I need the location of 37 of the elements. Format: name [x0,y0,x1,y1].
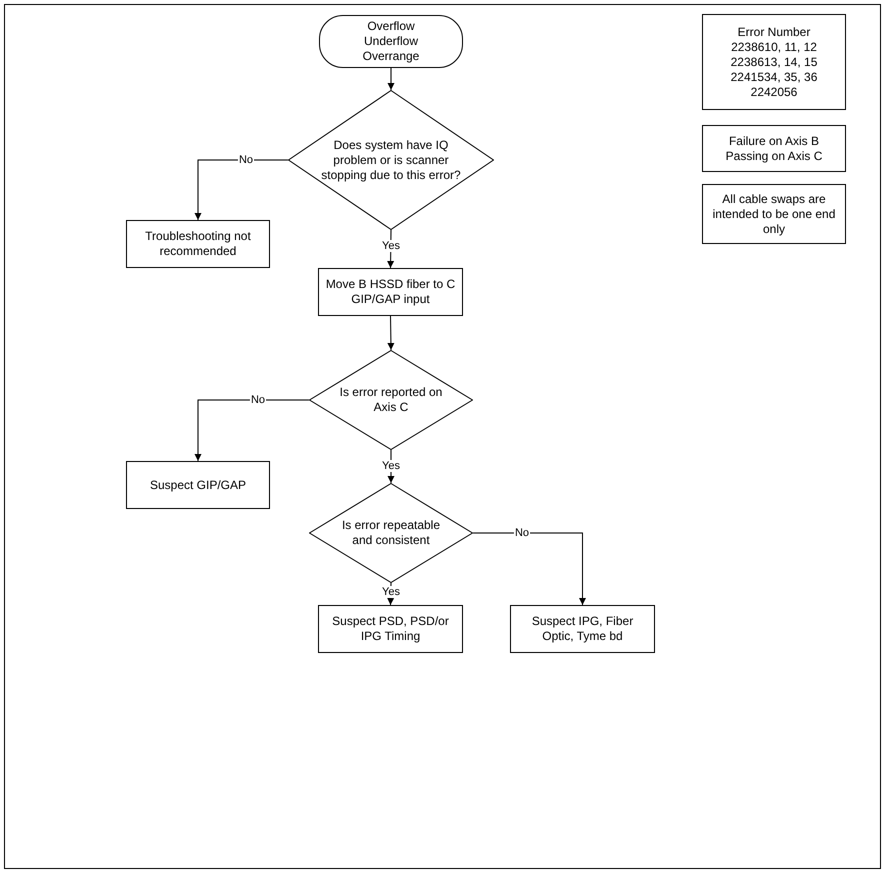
arrow [387,316,394,350]
arrow [388,450,394,484]
arrow [388,68,394,90]
arrow [194,400,310,462]
edge-label: Yes [381,586,401,598]
process-box [510,605,655,653]
node-text: Is error repeatable and consistent [340,518,442,548]
edge-label: Yes [381,240,401,252]
decision-diamond [288,90,494,230]
process-box [318,605,463,653]
process-box [126,461,270,509]
note-box [702,14,846,110]
node-text: Suspect PSD, PSD/or IPG Timing [331,614,450,644]
note-box [702,184,846,244]
process-box [126,220,270,268]
arrow [472,532,586,606]
node-text: Overflow Underflow Overrange [362,19,420,64]
decision-diamond [309,483,473,583]
terminator-shape [319,15,463,68]
edge-label: Yes [381,460,401,472]
process-box [318,268,463,316]
node-text: Failure on Axis B Passing on Axis C [724,134,824,164]
edge-label: No [238,154,254,166]
edge-label: No [250,394,266,406]
node-text: Suspect IPG, Fiber Optic, Tyme bd [530,614,634,644]
node-text: Does system have IQ problem or is scanner stopping due to this error? [321,138,461,182]
node-text: Suspect GIP/GAP [148,478,248,492]
arrow [194,160,288,220]
node-text: Move B HSSD fiber to C GIP/GAP input [326,277,456,307]
decision-diamond [309,350,473,450]
node-text: Is error reported on Axis C [338,385,444,415]
edge-label: No [514,527,530,539]
node-text: All cable swaps are intended to be one end only [712,192,836,236]
heading-text: Error Number [736,24,812,40]
node-text: 2238610, 11, 12 2238613, 14, 15 2241534, 35, 36 2242056 [730,40,818,100]
node-text: Troubleshooting not recommended [144,229,252,259]
note-box [702,125,846,172]
